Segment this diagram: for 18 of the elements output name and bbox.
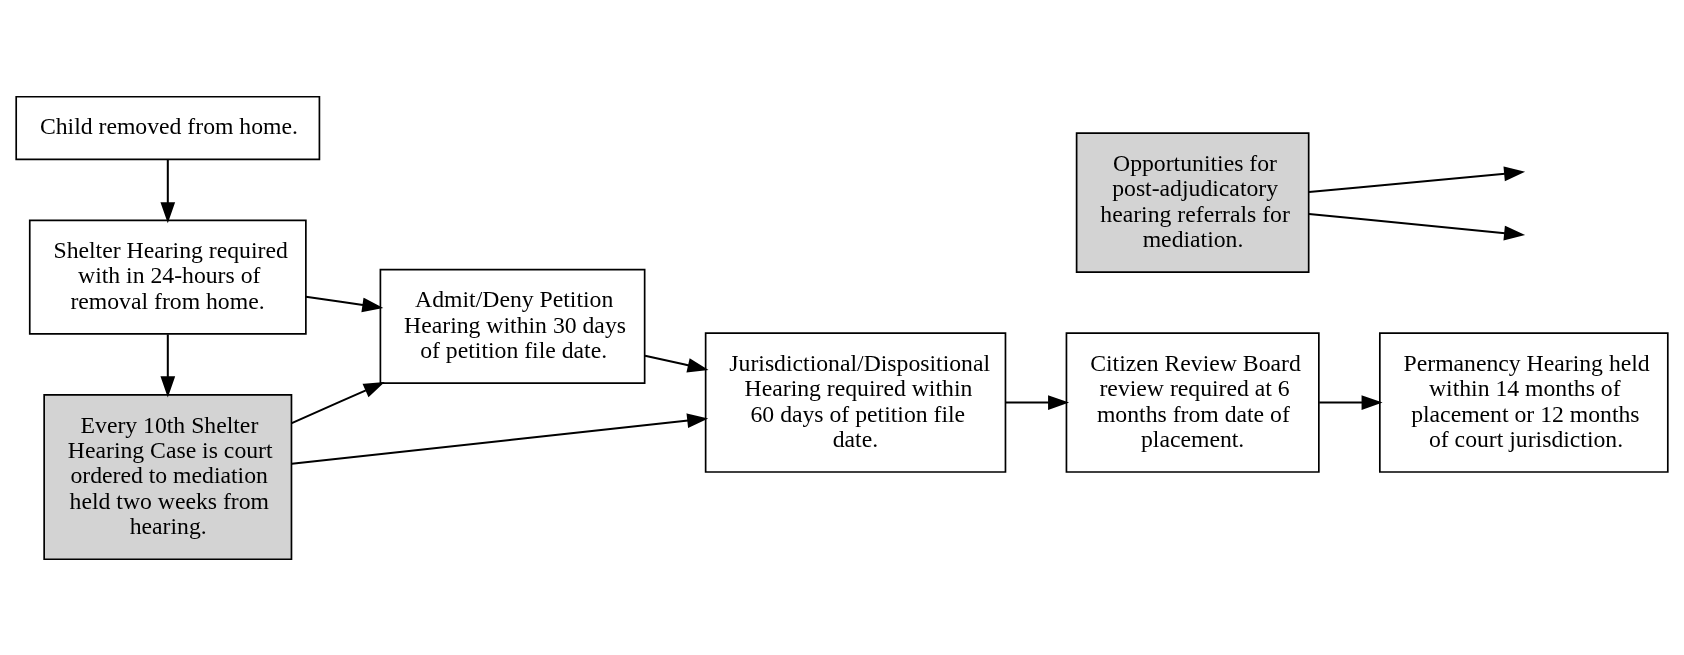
arrow xyxy=(1308,166,1526,193)
node-box: Every 10th Shelter Hearing Case is court ordered to mediation held two weeks from hearing. xyxy=(43,393,293,560)
arrow xyxy=(160,159,176,223)
arrow xyxy=(291,381,385,424)
arrow xyxy=(644,354,709,372)
arrow xyxy=(305,295,384,312)
node-box: Jurisdictional/Dispositional Hearing required within 60 days of petition file date. xyxy=(704,331,1007,473)
node-box: Child removed from home. xyxy=(15,95,321,160)
arrow xyxy=(1005,394,1070,410)
arrow xyxy=(1319,394,1383,410)
node-box: Shelter Hearing required with in 24-hours of removal from home. xyxy=(28,219,307,335)
arrow xyxy=(160,333,176,397)
arrow xyxy=(1308,212,1526,240)
arrow xyxy=(291,412,709,465)
node-box: Permanency Hearing held within 14 months of placement or 12 months of court jurisdiction. xyxy=(1379,331,1669,473)
node-box: Admit/Deny Petition Hearing within 30 days of petition file date. xyxy=(379,268,646,384)
node-box: Opportunities for post-adjudicatory hearing referrals for mediation. xyxy=(1075,131,1310,273)
node-box: Citizen Review Board review required at 6 months from date of placement. xyxy=(1065,331,1320,473)
